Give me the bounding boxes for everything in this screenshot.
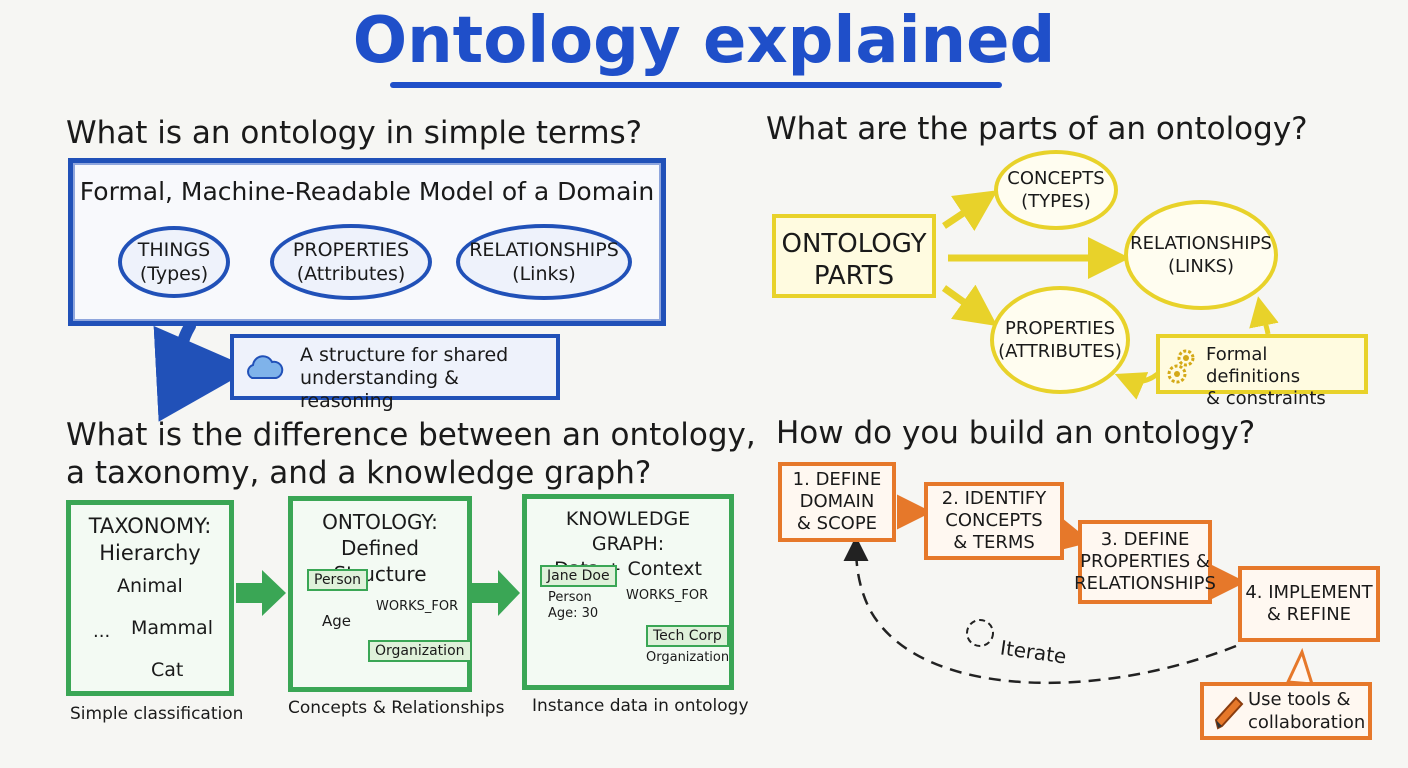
- callout-line1: A structure for shared: [300, 344, 509, 366]
- arrow-parts-to-properties: [941, 284, 998, 327]
- kg-tech-corp-tag: Tech Corp: [646, 625, 729, 647]
- step-2-box: 2. IDENTIFY CONCEPTS & TERMS: [924, 482, 1064, 560]
- knowledge-graph-panel: KNOWLEDGE GRAPH: Data + Context: [522, 494, 734, 690]
- ontology-parts-box: ONTOLOGY PARTS: [772, 214, 936, 298]
- ontology-title: ONTOLOGY:: [322, 510, 438, 534]
- formal-line1: Formal definitions: [1206, 344, 1301, 387]
- properties-oval: PROPERTIES (Attributes): [270, 224, 432, 300]
- tools-callout: Use tools & collaboration: [1200, 682, 1372, 740]
- taxonomy-title: TAXONOMY:: [88, 514, 212, 538]
- concepts-oval: CONCEPTS (TYPES): [994, 150, 1118, 230]
- ontology-caption: Concepts & Relationships: [288, 698, 505, 718]
- tax-animal: Animal: [117, 575, 183, 597]
- ont-works-for: WORKS_FOR: [376, 599, 459, 614]
- ont-organization-tag: Organization: [368, 640, 472, 662]
- step-3-box: 3. DEFINE PROPERTIES & RELATIONSHIPS: [1074, 520, 1216, 604]
- arrow-parts-to-concepts: [942, 190, 998, 232]
- ontology-panel: ONTOLOGY: Defined Structure: [288, 496, 472, 692]
- ont-age: Age: [322, 612, 352, 630]
- relationships-oval: RELATIONSHIPS (Links): [456, 224, 632, 300]
- tools-line1: Use tools &: [1248, 689, 1351, 710]
- kg-title: KNOWLEDGE GRAPH:: [565, 508, 691, 555]
- step-4-box: 4. IMPLEMENT & REFINE: [1238, 566, 1380, 642]
- arrow-ontology-to-kg: [472, 570, 520, 616]
- taxonomy-subtitle: Hierarchy: [99, 541, 201, 565]
- callout-line2: understanding & reasoning: [300, 367, 459, 412]
- page-title: Ontology explained: [352, 4, 1056, 78]
- q3-heading: What is the difference between an ontolo…: [66, 416, 756, 492]
- properties-oval-parts: PROPERTIES (ATTRIBUTES): [990, 286, 1130, 394]
- q1-heading: What is an ontology in simple terms?: [66, 115, 643, 151]
- arrow-box-to-callout: [153, 320, 252, 422]
- arrow-formal-to-relationships: [1249, 296, 1279, 335]
- tax-mammal: Mammal: [131, 617, 213, 639]
- taxonomy-panel: TAXONOMY: Hierarchy Animal ... Mammal Ca…: [66, 500, 234, 696]
- q1-callout: A structure for shared understanding & r…: [230, 334, 560, 412]
- arrow-taxonomy-to-ontology: [236, 570, 286, 616]
- q1-box-title: Formal, Machine-Readable Model of a Doma…: [79, 177, 655, 206]
- kg-organization: Organization: [646, 650, 730, 665]
- gears-icon: [1167, 349, 1195, 384]
- tax-cat: Cat: [151, 659, 184, 681]
- kg-caption: Instance data in ontology: [532, 696, 749, 716]
- relationships-oval-parts: RELATIONSHIPS (LINKS): [1124, 200, 1278, 310]
- step-1-box: 1. DEFINE DOMAIN & SCOPE: [778, 462, 896, 542]
- cloud-icon: [247, 355, 284, 379]
- kg-person: Person: [548, 590, 592, 605]
- tools-line2: collaboration: [1248, 712, 1366, 733]
- iterate-cycle-icon: [966, 619, 994, 647]
- things-oval: THINGS (Types): [118, 226, 230, 298]
- kg-jane-tag: Jane Doe: [540, 565, 617, 587]
- kg-age: Age: 30: [548, 606, 599, 621]
- kg-works-for: WORKS_FOR: [626, 588, 709, 603]
- formal-line2: & constraints: [1206, 388, 1326, 409]
- tools-speech-pointer: [1285, 647, 1315, 686]
- q3-heading-line1: What is the difference between an ontolo…: [66, 417, 756, 453]
- pencil-icon: [1214, 696, 1244, 730]
- taxonomy-caption: Simple classification: [70, 704, 244, 724]
- q4-heading: How do you build an ontology?: [776, 415, 1256, 451]
- iterate-arrow: [843, 536, 1237, 685]
- ont-person-tag: Person: [307, 569, 369, 591]
- q2-heading: What are the parts of an ontology?: [766, 111, 1308, 147]
- tax-ellipsis: ...: [93, 621, 111, 642]
- formal-definitions-box: Formal definitions & constraints: [1156, 334, 1368, 409]
- title-underline: [390, 82, 1002, 88]
- q3-heading-line2: a taxonomy, and a knowledge graph?: [66, 455, 652, 491]
